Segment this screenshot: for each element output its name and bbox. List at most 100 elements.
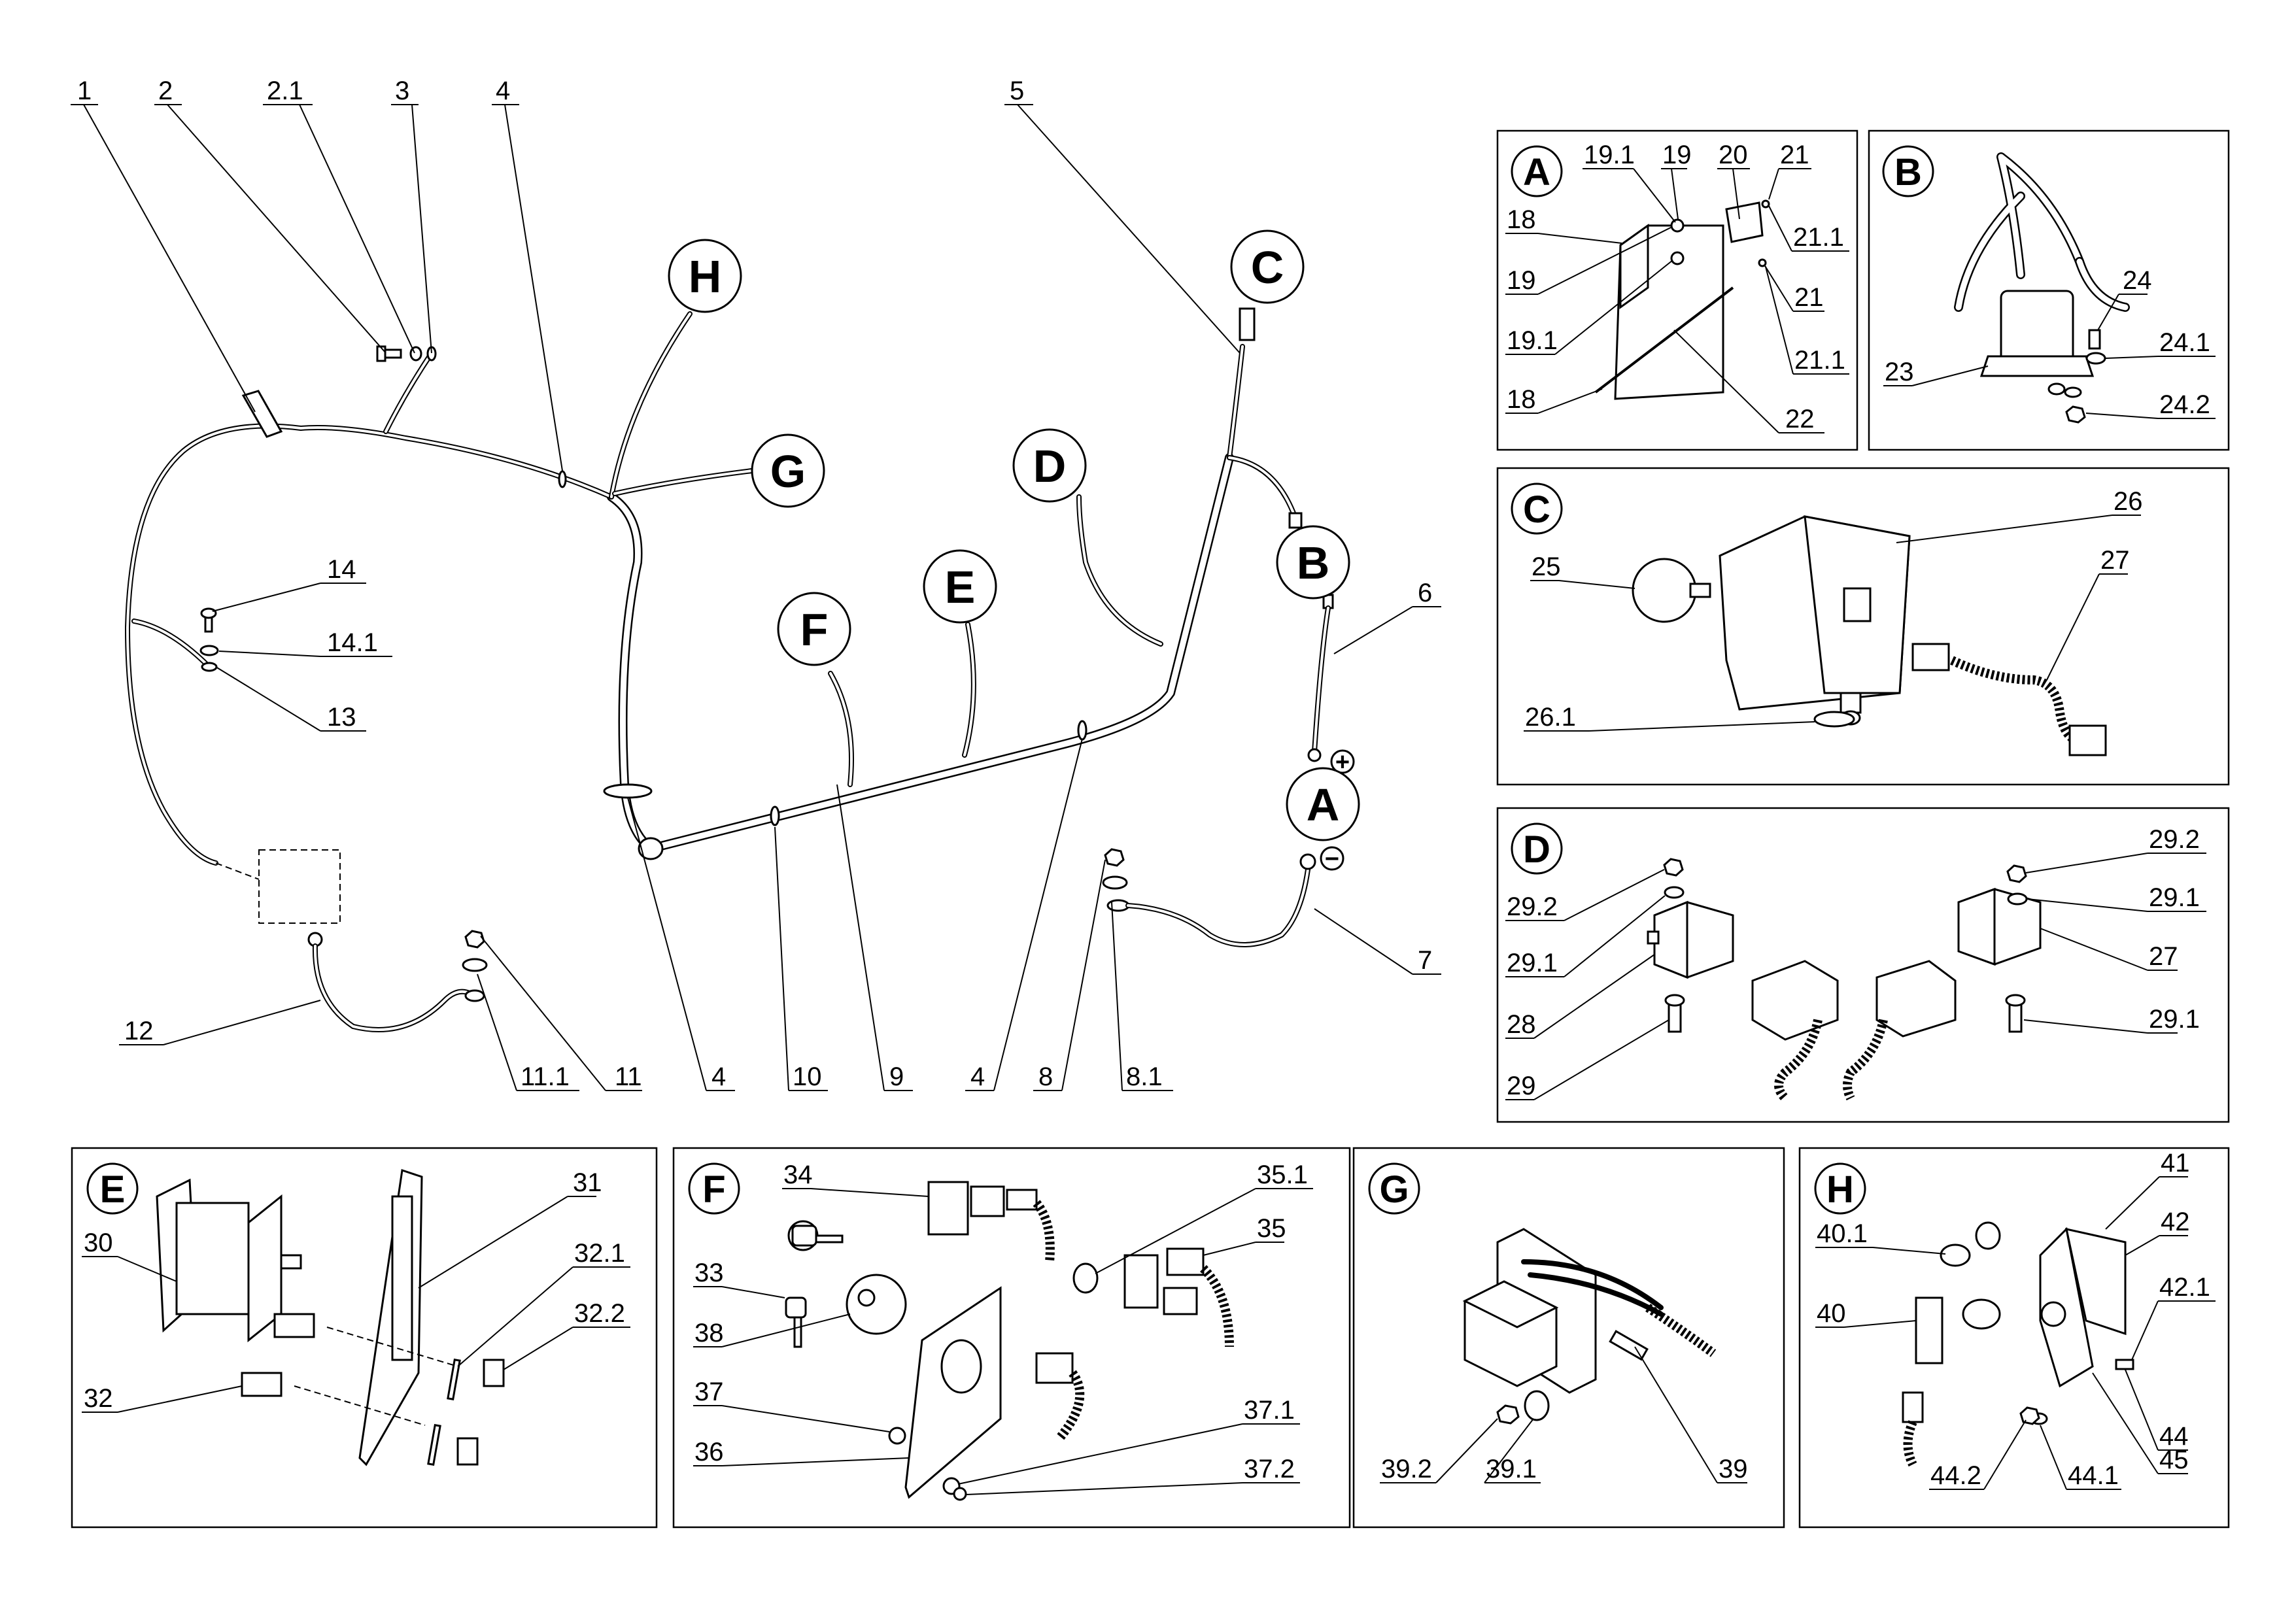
callout-H-44-2: 44.2 <box>1930 1461 1981 1490</box>
callout-F-35-1: 35.1 <box>1257 1160 1308 1189</box>
callout-7: 7 <box>1418 946 1432 975</box>
connector-B-label: B <box>1297 537 1330 588</box>
callout-F-37-1: 37.1 <box>1244 1396 1295 1425</box>
callout-F-35: 35 <box>1257 1214 1286 1243</box>
callout-G-39: 39 <box>1719 1455 1748 1483</box>
panel-F: F 34 35.1 35 33 <box>672 1147 1351 1529</box>
callout-9: 9 <box>889 1062 904 1091</box>
callout-14: 14 <box>327 555 356 584</box>
callout-H-45: 45 <box>2159 1446 2189 1474</box>
callout-A-20: 20 <box>1719 141 1748 169</box>
connector-C-label: C <box>1251 242 1284 293</box>
callout-D-29-2-left: 29.2 <box>1507 892 1558 921</box>
connector-A-label: A <box>1307 779 1340 830</box>
callout-G-39-2: 39.2 <box>1381 1455 1432 1483</box>
plus-symbol: + <box>1335 749 1350 776</box>
callout-H-44: 44 <box>2159 1422 2189 1451</box>
panel-E-letter: E <box>100 1168 126 1211</box>
panel-H: H 41 40.1 42 42.1 40 44 44.2 45 44.1 <box>1798 1147 2230 1529</box>
callout-H-40: 40 <box>1817 1299 1846 1328</box>
callout-A-21-top: 21 <box>1780 141 1809 169</box>
panel-H-letter: H <box>1826 1168 1854 1211</box>
callout-H-42: 42 <box>2161 1208 2190 1236</box>
callout-E-32-2: 32.2 <box>574 1299 625 1328</box>
connector-E-label: E <box>945 562 976 613</box>
callout-B-24-1: 24.1 <box>2159 328 2210 357</box>
connector-H-label: H <box>689 251 722 302</box>
callout-5: 5 <box>1010 76 1024 105</box>
callout-E-32: 32 <box>84 1384 113 1413</box>
panel-E: E 31 30 32.1 32.2 32 <box>71 1147 658 1529</box>
panel-B: B 24 23 24.1 24.2 <box>1868 129 2230 451</box>
callout-H-44-1: 44.1 <box>2068 1461 2119 1490</box>
callout-D-29-1-right: 29.1 <box>2149 883 2200 912</box>
callout-H-42-1: 42.1 <box>2159 1273 2210 1302</box>
connector-circles: H G F E D C B A <box>668 229 1360 841</box>
main-callouts: 1 2 2.1 3 4 5 6 7 8 8.1 9 10 11 11.1 12 … <box>71 76 1441 1091</box>
panel-G: G 39.2 39.1 39 <box>1352 1147 1785 1529</box>
callout-12: 12 <box>124 1017 154 1045</box>
callout-G-39-1: 39.1 <box>1486 1455 1537 1483</box>
callout-13: 13 <box>327 703 356 732</box>
callout-F-38: 38 <box>694 1319 724 1347</box>
callout-6: 6 <box>1418 579 1432 607</box>
callout-D-28: 28 <box>1507 1010 1536 1039</box>
callout-8-1: 8.1 <box>1126 1062 1163 1091</box>
callout-D-29-left: 29 <box>1507 1072 1536 1100</box>
callout-F-37: 37 <box>694 1378 724 1406</box>
callout-C-25: 25 <box>1532 552 1561 581</box>
callout-F-36: 36 <box>694 1438 724 1466</box>
callout-11: 11 <box>615 1062 642 1091</box>
connector-D-label: D <box>1033 441 1067 492</box>
panel-D-letter: D <box>1523 828 1550 871</box>
callout-C-26: 26 <box>2114 487 2143 516</box>
callout-H-41: 41 <box>2161 1149 2190 1177</box>
callout-H-40-1: 40.1 <box>1817 1219 1868 1248</box>
callout-E-32-1: 32.1 <box>574 1239 625 1268</box>
callout-A-22: 22 <box>1785 405 1815 433</box>
callout-2-1: 2.1 <box>267 76 303 105</box>
callout-A-21-mid: 21 <box>1794 283 1824 312</box>
callout-A-21-1-bottom: 21.1 <box>1794 346 1845 375</box>
callout-B-24: 24 <box>2123 266 2152 295</box>
callout-10: 10 <box>793 1062 822 1091</box>
callout-C-26-1: 26.1 <box>1525 703 1576 732</box>
connector-G-label: G <box>770 446 806 497</box>
callout-D-29-2-right: 29.2 <box>2149 825 2200 854</box>
callout-E-31: 31 <box>573 1168 602 1197</box>
callout-E-30: 30 <box>84 1228 113 1257</box>
callout-A-19-top: 19 <box>1662 141 1692 169</box>
callout-A-19-1-top: 19.1 <box>1584 141 1635 169</box>
connector-F-label: F <box>800 604 829 655</box>
callout-4-left: 4 <box>711 1062 726 1091</box>
callout-B-24-2: 24.2 <box>2159 390 2210 419</box>
minus-symbol: − <box>1325 845 1339 873</box>
callout-A-21-1-top: 21.1 <box>1793 223 1844 252</box>
panel-C: C 26 25 27 26.1 <box>1496 467 2230 786</box>
panel-C-letter: C <box>1523 488 1550 531</box>
callout-14-1: 14.1 <box>327 628 378 657</box>
callout-A-18-bottom: 18 <box>1507 385 1536 414</box>
callout-F-33: 33 <box>694 1259 724 1287</box>
callout-A-18-top: 18 <box>1507 205 1536 234</box>
callout-A-19-1-bottom: 19.1 <box>1507 326 1558 355</box>
callout-F-34: 34 <box>783 1160 813 1189</box>
panel-B-letter: B <box>1894 151 1922 194</box>
panel-D: D 29.2 29.2 29.1 29.1 27 29.1 28 <box>1496 807 2230 1123</box>
callout-8: 8 <box>1038 1062 1053 1091</box>
main-harness: + − <box>124 307 1355 1032</box>
callout-B-23: 23 <box>1885 358 1914 386</box>
callout-D-29-1-left: 29.1 <box>1507 949 1558 977</box>
callout-3: 3 <box>395 76 409 105</box>
callout-C-27: 27 <box>2100 546 2130 575</box>
panel-F-letter: F <box>702 1168 725 1211</box>
callout-11-1: 11.1 <box>521 1062 570 1091</box>
panel-A-letter: A <box>1523 151 1550 194</box>
panel-A: A 19.1 19 20 21 18 21.1 19 21 19.1 21.1 … <box>1496 129 1858 451</box>
callout-1: 1 <box>77 76 92 105</box>
callout-2: 2 <box>158 76 173 105</box>
panel-G-letter: G <box>1379 1168 1409 1211</box>
callout-D-29-right: 29.1 <box>2149 1005 2200 1034</box>
callout-A-19-mid: 19 <box>1507 266 1536 295</box>
